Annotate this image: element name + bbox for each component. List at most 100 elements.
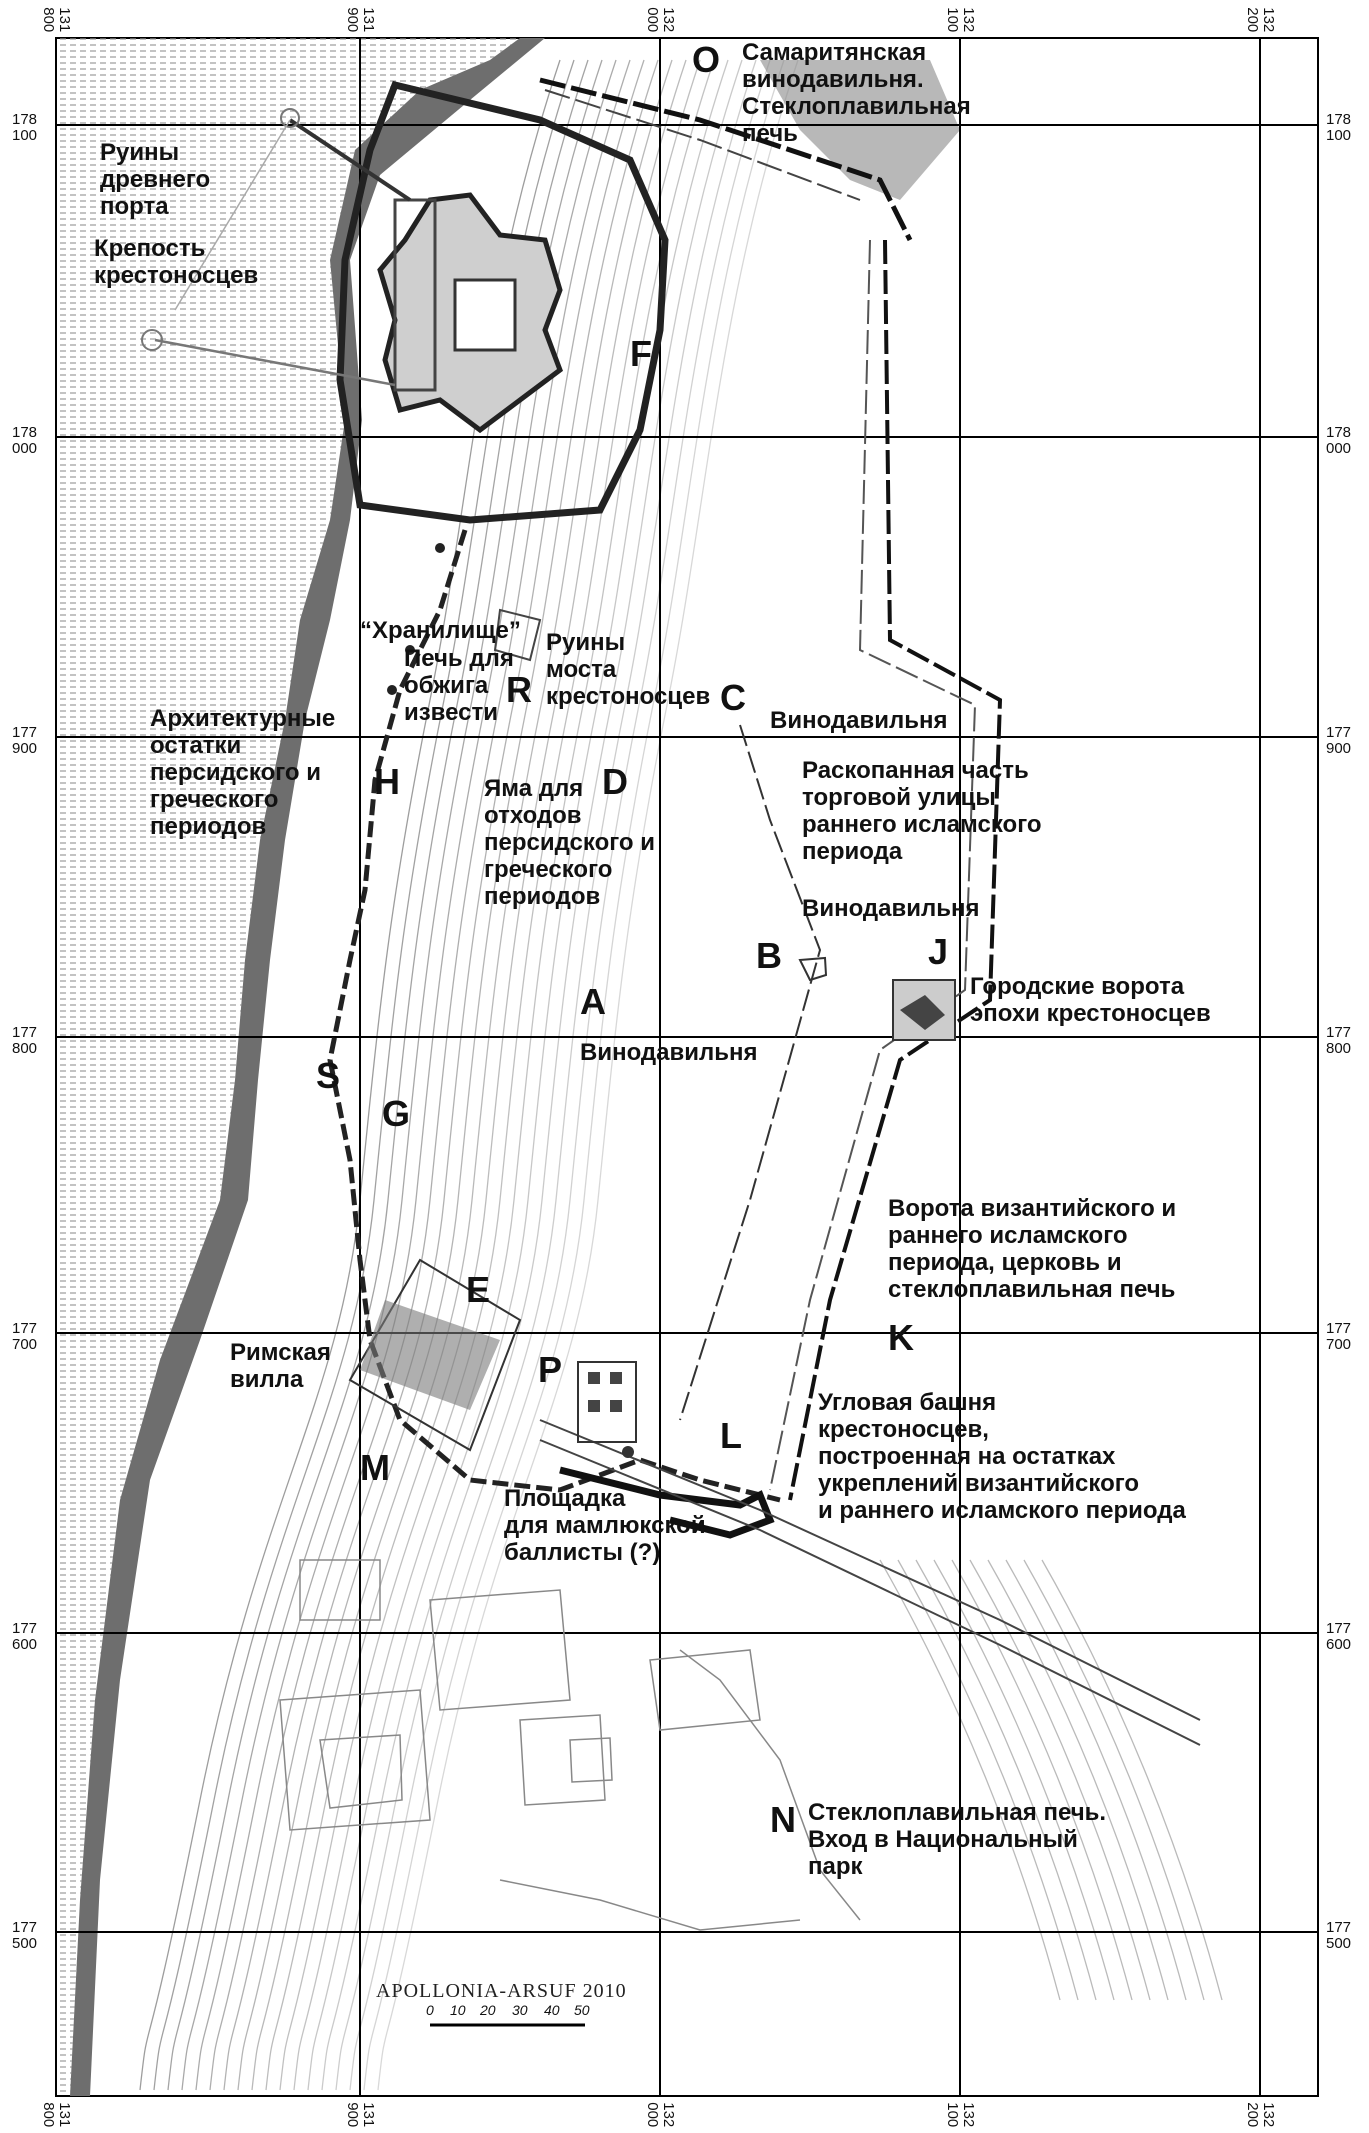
contour-line [951,1559,1133,2001]
city-wall-east-inner [769,239,977,1491]
site-label-storage: “Хранилище” [360,617,521,644]
scale-tick: 20 [480,2002,496,2018]
site-letter-r: R [506,669,532,710]
site-letter-f: F [630,333,652,374]
contour-line [363,59,785,2091]
contour-line [1023,1559,1205,2001]
scale-tick: 50 [574,2002,590,2018]
scale-tick: 10 [450,2002,466,2018]
contour-line [167,59,589,2091]
site-label-winepress-a: Винодавильня [580,1039,758,1066]
contour-line [897,1559,1079,2001]
corner-tower-wall [559,1466,775,1539]
ne-slope [760,60,960,200]
site-letter-l: L [720,1415,742,1456]
site-letter-s: S [316,1055,341,1096]
contour-line [265,59,687,2091]
inner-road [679,724,822,1421]
contour-line [1005,1559,1187,2001]
modern-buildings [279,1559,861,1931]
north-wall [539,77,913,242]
contour-line [349,59,771,2091]
sea-area [56,38,520,2096]
contour-line [969,1559,1151,2001]
fortress-outer-wall [336,80,669,524]
contour-line [879,1559,1061,2001]
contour-line [307,59,729,2091]
site-letter-j: J [928,931,949,972]
site-letter-h: H [374,761,400,802]
site-letter-k: K [888,1317,914,1358]
scale-tick: 30 [512,2002,528,2018]
north-wall-2 [544,89,861,201]
scale-tick: 40 [544,2002,560,2018]
site-letter-m: M [360,1447,390,1488]
site-label-entrance: Стеклоплавильная печь.Вход в Национальны… [808,1799,1107,1880]
contour-line [181,59,603,2091]
roman-villa-block [348,1258,522,1452]
contour-line [223,59,645,2091]
contour-lines [139,59,1223,2091]
site-letter-d: D [602,761,628,802]
contour-line [153,59,575,2091]
site-letter-o: O [692,39,721,80]
contour-line [933,1559,1115,2001]
contour-line [321,59,743,2091]
site-letter-p: P [538,1349,563,1390]
city-wall-east-outer [788,239,1003,1501]
contour-line [209,59,631,2091]
site-label-winepress-b: Винодавильня [802,895,980,922]
contour-line [915,1559,1097,2001]
site-letter-g: G [382,1093,411,1134]
site-letter-c: C [720,677,746,718]
contour-line [987,1559,1169,2001]
city-wall-west [327,529,781,1503]
site-letter-a: A [580,981,606,1022]
contour-line [251,59,673,2091]
contour-line [195,59,617,2091]
coordinate-grid [56,38,1318,2096]
map-caption: APOLLONIA-ARSUF 2010 [376,1980,627,2002]
southern-road-2 [539,1439,1201,1746]
contour-line [279,59,701,2091]
site-letter-n: N [770,1799,796,1840]
southern-road [539,1419,1201,1721]
